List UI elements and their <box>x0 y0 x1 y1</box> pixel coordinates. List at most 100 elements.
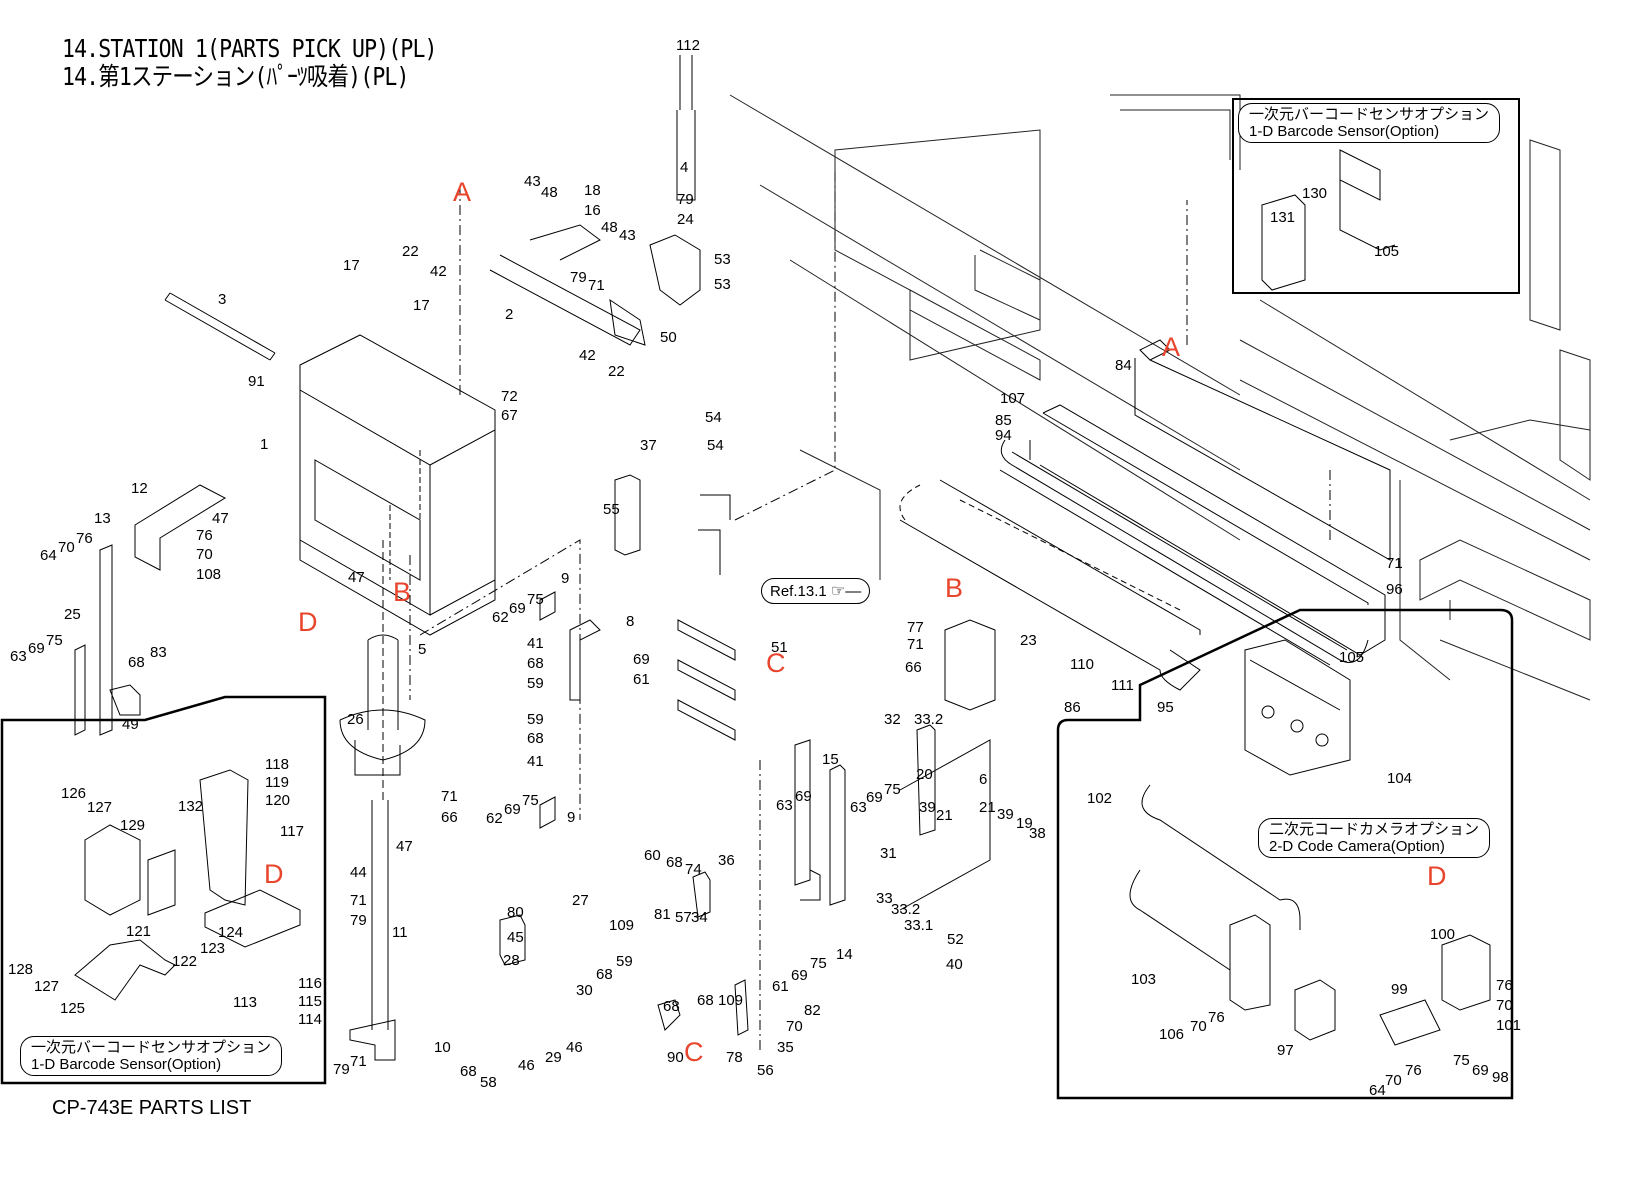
part-number-label: 68 <box>663 998 680 1015</box>
part-number-label: 130 <box>1302 185 1328 202</box>
part-number-label: 71 <box>350 1053 367 1070</box>
part-number-label: 56 <box>757 1062 774 1079</box>
option-label-en: 1-D Barcode Sensor(Option) <box>31 1056 222 1073</box>
part-number-label: 9 <box>561 570 570 587</box>
part-number-label: 47 <box>396 838 413 855</box>
part-number-label: 68 <box>460 1063 477 1080</box>
part-number-label: 125 <box>60 1000 86 1017</box>
part-number-label: 18 <box>584 182 601 199</box>
part-number-label: 2 <box>505 306 514 323</box>
part-number-label: 110 <box>1070 656 1094 673</box>
part-number-label: 62 <box>486 810 503 827</box>
part-number-label: 80 <box>507 904 524 921</box>
part-number-label: 82 <box>804 1002 821 1019</box>
part-number-label: 27 <box>572 892 589 909</box>
part-number-label: 70 <box>1385 1072 1402 1089</box>
part-number-label: 111 <box>1111 677 1134 694</box>
part-number-label: 69 <box>866 789 883 806</box>
barcode-sensor-top-right <box>1261 149 1396 291</box>
part-number-label: 121 <box>126 923 152 940</box>
reference-letter-c: C <box>684 1037 704 1067</box>
part-number-label: 99 <box>1391 981 1408 998</box>
part-number-label: 34 <box>691 909 708 926</box>
part-number-label: 19 <box>1016 815 1033 832</box>
option-box-barcode-bottom-left <box>0 695 327 1085</box>
part-number-label: 16 <box>584 202 601 219</box>
part-number-label: 107 <box>1000 390 1026 407</box>
part-number-label: 59 <box>527 711 544 728</box>
part-number-label: 118 <box>265 756 289 773</box>
vertical-shaft <box>339 540 426 1061</box>
part-number-label: 4 <box>680 159 689 176</box>
part-number-label: 75 <box>884 781 901 798</box>
part-number-label: 71 <box>350 892 367 909</box>
sensor-brackets <box>419 539 601 829</box>
part-number-label: 75 <box>527 591 544 608</box>
option-label-jp: 一次元バーコードセンサオプション <box>1249 106 1490 123</box>
part-number-label: 14 <box>836 946 853 963</box>
part-number-label: 59 <box>616 953 633 970</box>
barcode-sensor-bottom-left <box>74 769 301 1001</box>
part-number-label: 70 <box>1496 997 1513 1014</box>
part-number-label: 108 <box>196 566 222 583</box>
part-number-label: 12 <box>131 480 148 497</box>
part-number-label: 94 <box>995 427 1012 444</box>
part-number-label: 117 <box>280 823 304 840</box>
part-number-label: 57 <box>675 909 692 926</box>
part-number-label: 24 <box>677 211 694 228</box>
part-number-label: 115 <box>298 993 322 1010</box>
part-number-label: 13 <box>94 510 111 527</box>
part-number-label: 126 <box>61 785 87 802</box>
part-number-label: 68 <box>666 854 683 871</box>
part-number-label: 41 <box>527 753 544 770</box>
part-number-label: 78 <box>726 1049 743 1066</box>
part-number-label: 72 <box>501 388 518 405</box>
part-number-label: 71 <box>588 277 605 294</box>
part-number-label: 33.2 <box>891 901 921 918</box>
bracket-12-13 <box>74 484 227 736</box>
part-number-label: 96 <box>1386 581 1403 598</box>
part-number-label: 97 <box>1277 1042 1294 1059</box>
part-number-label: 76 <box>1405 1062 1422 1079</box>
part-number-label: 109 <box>609 917 635 934</box>
page-title: 14.STATION 1(PARTS PICK UP)(PL) <box>62 34 437 63</box>
part-number-label: 48 <box>601 219 618 236</box>
part-number-label: 101 <box>1496 1017 1522 1034</box>
part-number-label: 59 <box>527 675 544 692</box>
part-number-label: 71 <box>1386 555 1403 572</box>
part-number-label: 74 <box>685 861 702 878</box>
option-label-barcode-bottom-left: 一次元バーコードセンサオプション 1-D Barcode Sensor(Opti… <box>20 1036 283 1076</box>
part-number-label: 63 <box>776 797 793 814</box>
part-number-label: 75 <box>810 955 827 972</box>
option-label-barcode-top-right: 一次元バーコードセンサオプション 1-D Barcode Sensor(Opti… <box>1238 103 1501 143</box>
part-number-label: 43 <box>619 227 636 244</box>
option-label-jp: 一次元バーコードセンサオプション <box>31 1039 272 1056</box>
part-number-label: 102 <box>1087 790 1113 807</box>
part-number-label: 36 <box>718 852 735 869</box>
part-number-label: 17 <box>343 257 360 274</box>
part-number-label: 3 <box>218 291 227 308</box>
part-number-label: 75 <box>1453 1052 1470 1069</box>
part-number-label: 68 <box>527 730 544 747</box>
option-label-jp: 二次元コードカメラオプション <box>1269 821 1480 838</box>
part-number-label: 23 <box>1020 632 1037 649</box>
part-number-label: 68 <box>128 654 145 671</box>
reference-letter-a: A <box>453 177 472 207</box>
part-number-label: 46 <box>518 1057 535 1074</box>
part-number-label: 70 <box>1190 1018 1207 1035</box>
part-number-label: 53 <box>714 251 731 268</box>
part-number-label: 76 <box>1208 1009 1225 1026</box>
option-box-barcode-top-right <box>1232 98 1520 294</box>
reference-letter-d: D <box>298 607 318 637</box>
part-number-label: 71 <box>441 788 458 805</box>
part-number-label: 113 <box>233 994 257 1011</box>
part-number-label: 9 <box>567 809 576 826</box>
part-number-label: 122 <box>172 953 198 970</box>
part-number-label: 58 <box>480 1074 497 1091</box>
reference-letter-d: D <box>1427 861 1447 891</box>
part-number-label: 127 <box>87 799 113 816</box>
part-number-label: 11 <box>392 924 408 941</box>
part-number-label: 91 <box>248 373 265 390</box>
part-number-label: 35 <box>777 1039 794 1056</box>
